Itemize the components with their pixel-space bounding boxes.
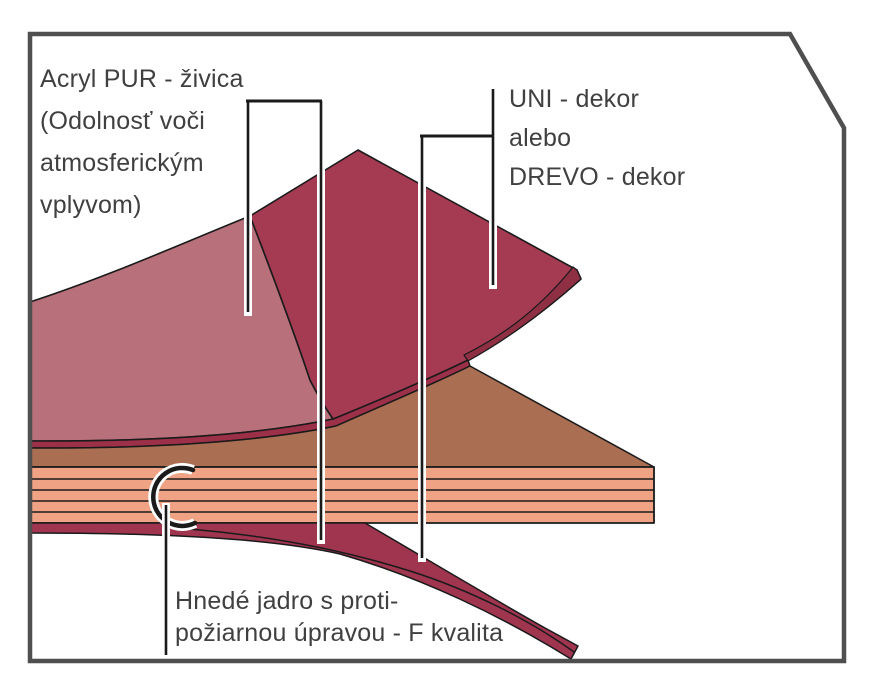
label-line: požiarnou úpravou - F kvalita [175, 619, 504, 647]
label-line: DREVO - dekor [509, 163, 686, 191]
label-line: Hnedé jadro s proti- [175, 587, 399, 615]
leader-lines [162, 87, 497, 658]
frame-border [27, 31, 847, 664]
decor-layer-edge [463, 266, 582, 362]
label-line: atmosferickým [40, 149, 204, 177]
label-line: vplyvom) [40, 191, 142, 219]
core-group-brace-stroke [151, 465, 198, 529]
brown-top-ply [29, 365, 655, 468]
label-line: Acryl PUR - živica [40, 65, 244, 93]
label-uni: UNI - dekor alebo DREVO - dekor [509, 80, 685, 197]
label-line: UNI - dekor [509, 85, 640, 113]
label-line: (Odolnosť voči [40, 107, 206, 135]
core-plies [29, 466, 655, 524]
bottom-decor-curl [29, 522, 579, 660]
label-acryl: Acryl PUR - živica (Odolnosť voči atmosf… [40, 58, 244, 226]
label-core: Hnedé jadro s proti- požiarnou úpravou -… [175, 585, 503, 649]
core-plies-body [29, 466, 655, 524]
core-group-brace [148, 463, 198, 531]
bottom-curl-split-line [174, 527, 575, 653]
label-line: alebo [509, 124, 572, 152]
